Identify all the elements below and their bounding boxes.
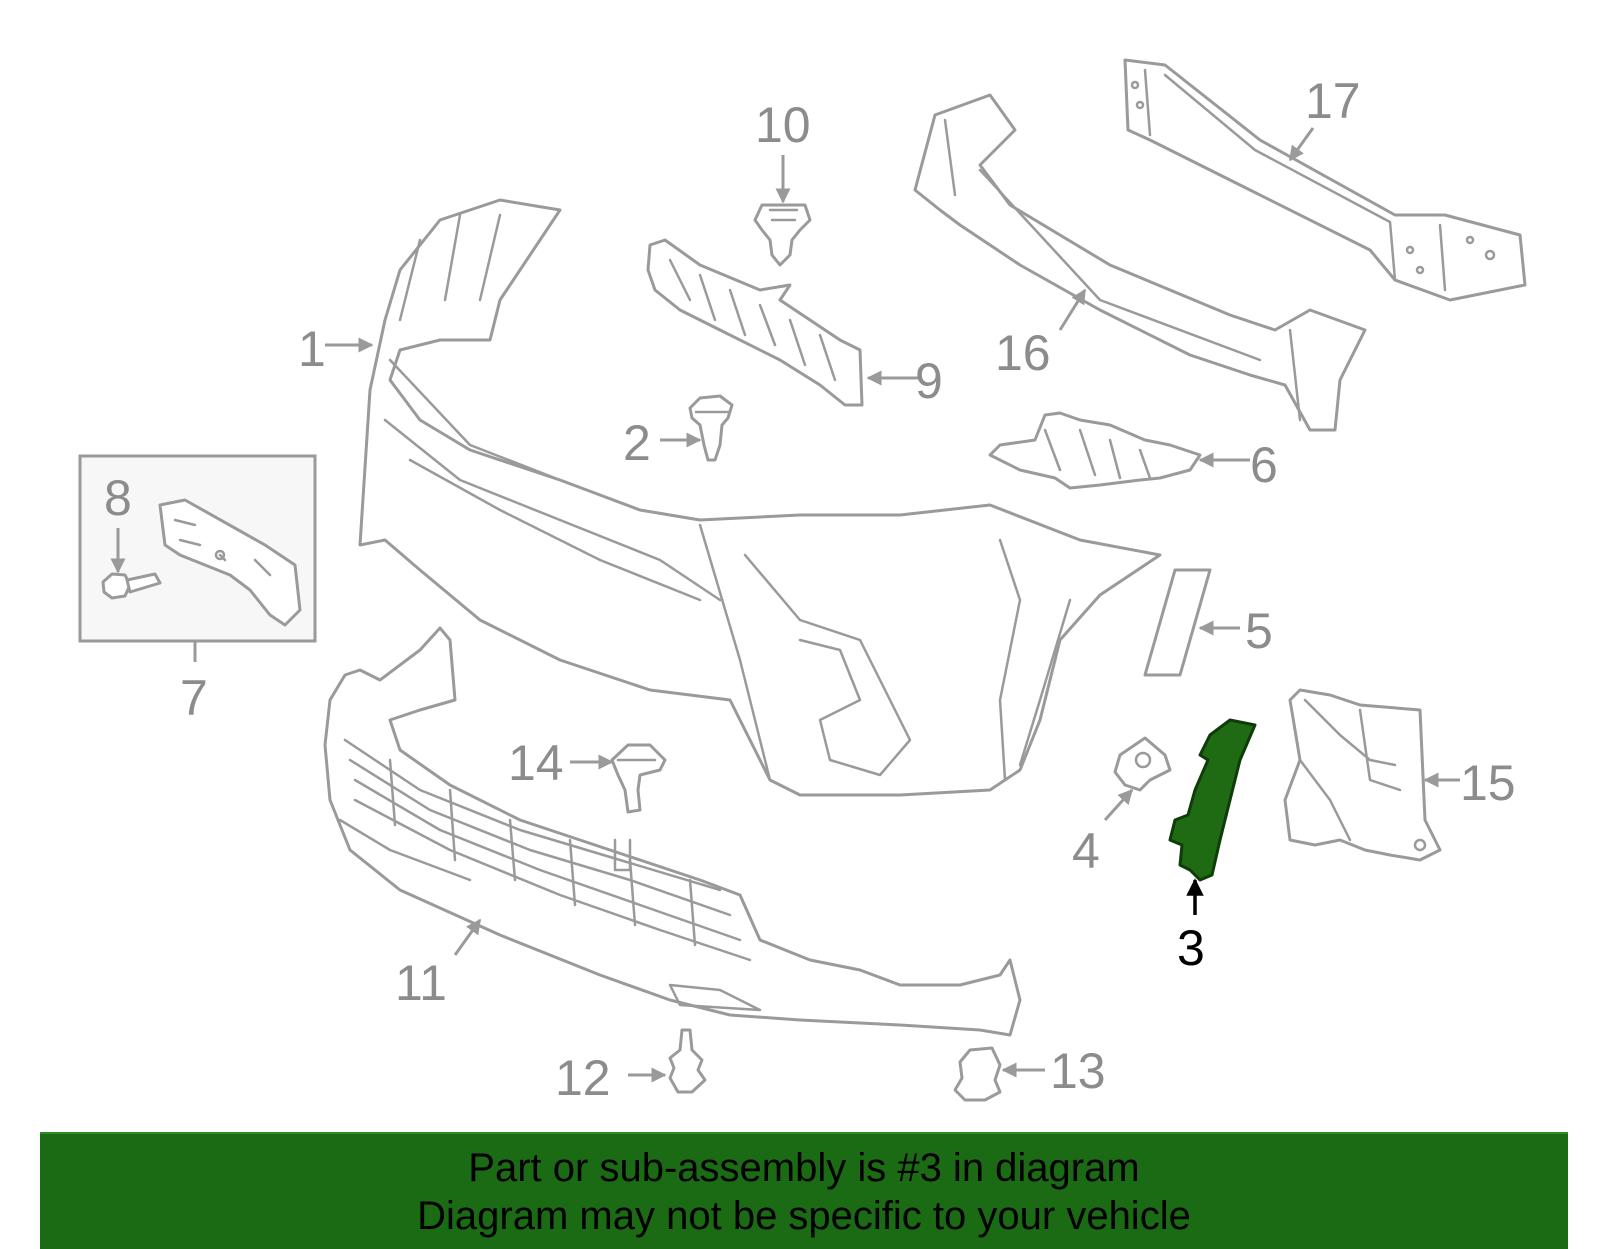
part-12-clip[interactable] (668, 1028, 707, 1094)
callout-10[interactable]: 10 (755, 97, 811, 153)
callouts: 1 2 3 4 5 6 7 8 9 10 11 12 13 14 15 16 1… (104, 73, 1516, 1106)
info-banner: Part or sub-assembly is #3 in diagram Di… (40, 1132, 1568, 1249)
part-3-highlighted-bracket[interactable] (1168, 718, 1257, 882)
callout-4[interactable]: 4 (1072, 823, 1100, 879)
callout-11[interactable]: 11 (395, 955, 447, 1011)
part-4-bracket[interactable] (1113, 736, 1172, 792)
callout-6[interactable]: 6 (1250, 437, 1278, 493)
callout-3[interactable]: 3 (1177, 920, 1205, 976)
leader-17 (1288, 127, 1315, 162)
part-17-reinforcement[interactable] (1123, 58, 1527, 302)
part-6-bracket[interactable] (988, 411, 1202, 490)
part-11-lower-spoiler[interactable] (323, 626, 1022, 1037)
part-15-side-bracket[interactable] (1283, 688, 1442, 862)
callout-9[interactable]: 9 (915, 353, 943, 409)
leader-lines (110, 127, 1460, 1083)
part-1-bumper-cover[interactable] (358, 198, 1162, 797)
part-5-strip[interactable] (1143, 568, 1212, 677)
leader-11 (453, 918, 482, 956)
banner-line-part: Part or sub-assembly is #3 in diagram (468, 1146, 1140, 1190)
leader-16 (1058, 288, 1087, 331)
callout-7[interactable]: 7 (180, 670, 208, 726)
callout-13[interactable]: 13 (1050, 1043, 1106, 1099)
part-13-clip[interactable] (953, 1046, 1002, 1102)
callout-15[interactable]: 15 (1460, 755, 1516, 811)
callout-8[interactable]: 8 (104, 470, 132, 526)
banner-line-disclaimer: Diagram may not be specific to your vehi… (417, 1194, 1191, 1238)
part-14-clip[interactable] (610, 743, 667, 814)
callout-17[interactable]: 17 (1305, 73, 1361, 129)
part-9-bracket[interactable] (646, 238, 864, 407)
callout-16[interactable]: 16 (995, 325, 1051, 381)
part-16-absorber[interactable] (913, 93, 1367, 432)
leader-4 (1103, 788, 1134, 822)
part-2-push-clip[interactable] (688, 394, 734, 462)
part-8-bolt[interactable] (101, 572, 162, 600)
callout-1[interactable]: 1 (298, 321, 326, 377)
callout-2[interactable]: 2 (623, 415, 651, 471)
callout-14[interactable]: 14 (508, 735, 564, 791)
part-10-clip[interactable] (753, 203, 812, 267)
callout-12[interactable]: 12 (555, 1050, 611, 1106)
callout-5[interactable]: 5 (1245, 603, 1273, 659)
